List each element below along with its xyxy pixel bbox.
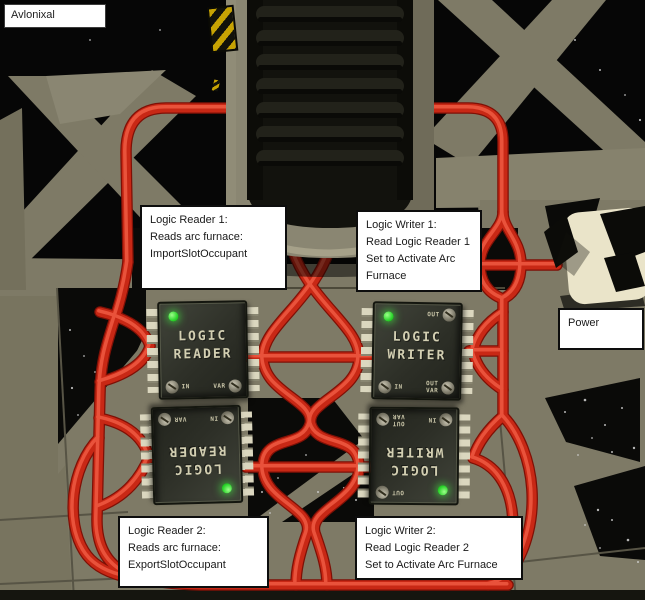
screw-icon <box>375 485 389 499</box>
logic-reader-chip-2[interactable]: LOGIC READER IN VAR <box>139 404 255 506</box>
furnace-coils <box>256 6 404 166</box>
port-in[interactable]: IN <box>165 380 190 394</box>
logic-writer-chip-1[interactable]: LOGIC WRITER OUT IN OUT VAR <box>360 301 474 401</box>
power-led <box>221 483 233 494</box>
screw-icon <box>442 308 456 322</box>
chip-label: LOGIC READER <box>173 328 233 363</box>
port-var[interactable]: VAR <box>213 379 242 393</box>
annotation-logic-reader-2: Logic Reader 2: Reads arc furnace: Expor… <box>118 516 269 588</box>
chip-body: LOGIC WRITER OUT IN OUT VAR <box>368 406 460 506</box>
player-nameplate: Avlonixal <box>4 4 106 28</box>
screw-icon <box>376 412 390 426</box>
annotation-power: Power <box>558 308 644 350</box>
port-out[interactable]: OUT <box>375 485 404 499</box>
chip-label: LOGIC READER <box>167 442 227 477</box>
port-in[interactable]: IN <box>210 411 235 425</box>
chip-body: LOGIC READER IN VAR <box>157 300 249 400</box>
chip-pins-left <box>457 414 471 499</box>
chip-body: LOGIC WRITER OUT IN OUT VAR <box>371 301 463 401</box>
port-out[interactable]: OUT <box>427 308 456 322</box>
power-led <box>168 311 179 322</box>
stars <box>69 29 642 563</box>
annotation-logic-writer-1: Logic Writer 1: Read Logic Reader 1 Set … <box>356 210 482 292</box>
port-in[interactable]: IN <box>378 380 403 394</box>
logic-reader-chip-1[interactable]: LOGIC READER IN VAR <box>146 300 260 400</box>
screw-icon <box>441 381 455 395</box>
bottom-edge <box>0 590 645 600</box>
screw-icon <box>157 412 172 427</box>
battery-device[interactable] <box>544 206 645 312</box>
port-out-var[interactable]: OUT VAR <box>426 380 455 395</box>
hazard-stripe-panel <box>206 4 239 54</box>
annotation-logic-reader-1: Logic Reader 1: Reads arc furnace: Impor… <box>140 205 287 290</box>
screw-icon <box>165 380 179 394</box>
annotation-logic-writer-2: Logic Writer 2: Read Logic Reader 2 Set … <box>355 516 523 580</box>
screw-icon <box>378 380 392 394</box>
chip-body: LOGIC READER IN VAR <box>150 404 244 506</box>
screw-icon <box>228 379 242 393</box>
port-out-var[interactable]: OUT VAR <box>376 412 405 427</box>
power-led <box>437 485 448 496</box>
port-in[interactable]: IN <box>428 413 453 427</box>
screw-icon <box>220 411 235 425</box>
screw-icon <box>439 413 453 427</box>
power-led <box>383 311 394 322</box>
chip-label: LOGIC WRITER <box>387 329 447 364</box>
chip-label: LOGIC WRITER <box>384 443 444 478</box>
logic-writer-chip-2[interactable]: LOGIC WRITER OUT IN OUT VAR <box>357 406 471 506</box>
port-var[interactable]: VAR <box>157 412 187 427</box>
arc-furnace[interactable] <box>218 0 442 277</box>
